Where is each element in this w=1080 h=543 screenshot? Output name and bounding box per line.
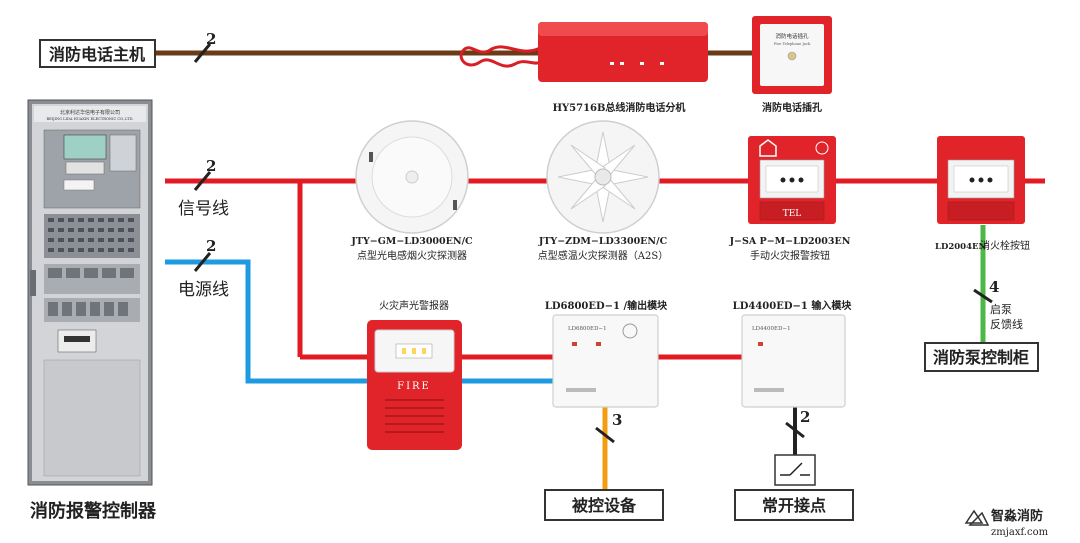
- smoke-detector-model: JTY−GM−LD3000EN/C: [350, 236, 473, 247]
- phone-extension-label: HY5716B总线消防电话分机: [553, 101, 686, 114]
- slash-power: [193, 252, 212, 272]
- controlled-device-box: [544, 489, 664, 521]
- contact-wire-count: 2: [800, 408, 810, 426]
- smoke-detector-name: 点型光电感烟火灾探测器: [357, 249, 467, 262]
- controlled-wire-count: 3: [612, 411, 622, 429]
- output-module-face: LD6800ED−1: [568, 326, 607, 332]
- watermark-brand: 智淼消防: [991, 508, 1043, 524]
- normally-open-label: 常开接点: [762, 496, 826, 515]
- controller-plate-1: 北京利达华信电子有限公司: [60, 109, 120, 116]
- output-module: LD6800ED−1: [552, 314, 659, 408]
- phone-jack-face-1: 消防电话插孔: [775, 32, 809, 40]
- phone-jack: 消防电话插孔 Fire Telephone Jack: [752, 16, 832, 94]
- smoke-detector: [355, 120, 469, 234]
- watermark-url: zmjaxf.com: [991, 527, 1049, 538]
- input-module-label: LD4400ED−1 输入模块: [733, 299, 853, 312]
- phone-cord: [459, 45, 541, 68]
- wire-count-labels: 2 2 2 3 2 4: [206, 30, 999, 429]
- phone-jack-face-2: Fire Telephone Jack: [774, 42, 811, 46]
- controlled-device-label: 被控设备: [572, 496, 637, 515]
- slash-controlled: [595, 426, 615, 444]
- manual-alarm-model: J−SA P−M−LD2003EN: [729, 236, 851, 247]
- sounder-strobe: FIRE: [367, 320, 462, 450]
- pump-line-label-2: 反馈线: [990, 317, 1023, 331]
- signal-line-label: 信号线: [178, 199, 229, 219]
- fire-alarm-controller: 北京利达华信电子有限公司 BEIJING LIDA HUAXIN ELECTRO…: [27, 99, 153, 486]
- sounder-strobe-label: 火灾声光警报器: [379, 299, 449, 312]
- hydrant-button-model: LD2004EN: [935, 242, 986, 252]
- phone-host-label: 消防电话主机: [49, 45, 145, 64]
- slash-phone: [193, 43, 212, 63]
- signal-wire-count: 2: [206, 157, 216, 175]
- controller-caption: 消防报警控制器: [30, 500, 157, 522]
- phone-jack-label: 消防电话插孔: [762, 101, 822, 114]
- manual-alarm-face: TEL: [783, 209, 802, 219]
- phone-host-box: [39, 39, 156, 68]
- slash-pump: [973, 288, 993, 304]
- manual-alarm-name: 手动火灾报警按钮: [750, 249, 830, 262]
- pump-line-label-1: 启泵: [990, 303, 1012, 316]
- slash-contact: [785, 421, 805, 439]
- input-module-face: LD4400ED−1: [752, 326, 791, 332]
- normally-open-contact-symbol: [774, 454, 816, 486]
- pump-cabinet-box: [924, 342, 1039, 372]
- house-icon: [759, 139, 777, 157]
- output-module-label: LD6800ED−1 /输出模块: [545, 299, 668, 312]
- controller-handle: [30, 270, 36, 296]
- controller-plate-2: BEIJING LIDA HUAXIN ELECTRONIC CO.,LTD.: [46, 117, 133, 121]
- wire-count-slashes: [193, 43, 993, 444]
- lcd-screen: [63, 134, 107, 160]
- pump-wire-count: 4: [989, 278, 999, 296]
- power-line-label: 电源线: [178, 280, 229, 300]
- watermark-logo-icon: [964, 509, 990, 526]
- pump-cabinet-label: 消防泵控制柜: [933, 348, 1029, 367]
- heat-detector-name: 点型感温火灾探测器（A2S）: [538, 249, 668, 262]
- input-module: LD4400ED−1: [741, 314, 846, 408]
- controller-keypad: [44, 214, 140, 258]
- watermark: 智淼消防 zmjaxf.com: [964, 508, 1049, 538]
- hydrant-button: [937, 136, 1025, 224]
- wiring: [155, 50, 1045, 490]
- heat-detector-model: JTY−ZDM−LD3300EN/C: [538, 236, 668, 247]
- heat-detector: [546, 120, 660, 234]
- phone-extension: [459, 22, 708, 82]
- hydrant-button-name: 消火栓按钮: [980, 239, 1030, 252]
- slash-signal: [193, 171, 212, 191]
- power-wire-count: 2: [206, 237, 216, 255]
- sounder-strobe-face: FIRE: [397, 381, 431, 392]
- manual-alarm-button: TEL: [748, 136, 836, 224]
- phone-wire-count: 2: [206, 30, 216, 48]
- normally-open-box: [734, 489, 854, 521]
